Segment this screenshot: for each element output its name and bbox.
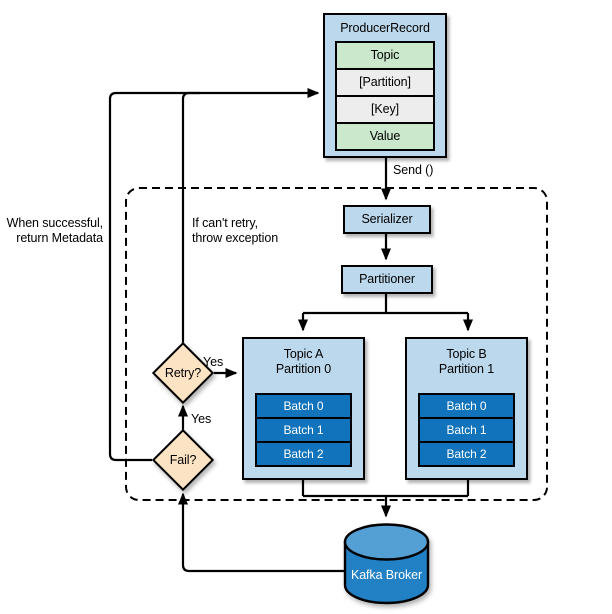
topics-merge-connector <box>301 480 470 498</box>
send-edge-label: Send () <box>393 163 434 177</box>
batch-row: Batch 0 <box>255 393 352 419</box>
batch-row: Batch 1 <box>255 417 352 443</box>
partitioner-box: Partitioner <box>341 265 433 294</box>
partitioner-branch-connector <box>303 293 468 315</box>
producer-record-title: ProducerRecord <box>340 21 430 35</box>
topic-a-title: Topic A Partition 0 <box>275 347 332 376</box>
serializer-box: Serializer <box>343 205 431 234</box>
producer-record-box: ProducerRecord Topic [Partition] [Key] V… <box>323 13 447 158</box>
retry-decision-label: Retry? <box>164 366 202 380</box>
topic-b-batches: Batch 0 Batch 1 Batch 2 <box>418 393 515 467</box>
producer-record-fields: Topic [Partition] [Key] Value <box>335 41 435 151</box>
batch-row: Batch 0 <box>418 393 515 419</box>
field-value: Value <box>335 122 435 151</box>
topic-a-batches: Batch 0 Batch 1 Batch 2 <box>255 393 352 467</box>
field-partition: [Partition] <box>335 68 435 97</box>
cant-retry-label: If can't retry, throw exception <box>192 216 279 245</box>
kafka-broker-label: Kafka Broker <box>350 568 423 582</box>
fail-yes-label: Yes <box>191 412 212 426</box>
cylinder-top <box>343 523 430 561</box>
batch-row: Batch 2 <box>418 441 515 467</box>
field-topic: Topic <box>335 41 435 70</box>
topic-b-partition-1-box: Topic B Partition 1 Batch 0 Batch 1 Batc… <box>405 337 528 480</box>
topic-a-partition-0-box: Topic A Partition 0 Batch 0 Batch 1 Batc… <box>242 337 365 480</box>
fail-decision-label: Fail? <box>169 453 197 467</box>
success-return-label: When successful, return Metadata <box>6 216 103 245</box>
kafka-broker-cylinder <box>343 523 430 605</box>
field-key: [Key] <box>335 95 435 124</box>
topic-b-title: Topic B Partition 1 <box>438 347 495 376</box>
batch-row: Batch 1 <box>418 417 515 443</box>
batch-row: Batch 2 <box>255 441 352 467</box>
broker-to-fail-connector <box>178 492 345 573</box>
